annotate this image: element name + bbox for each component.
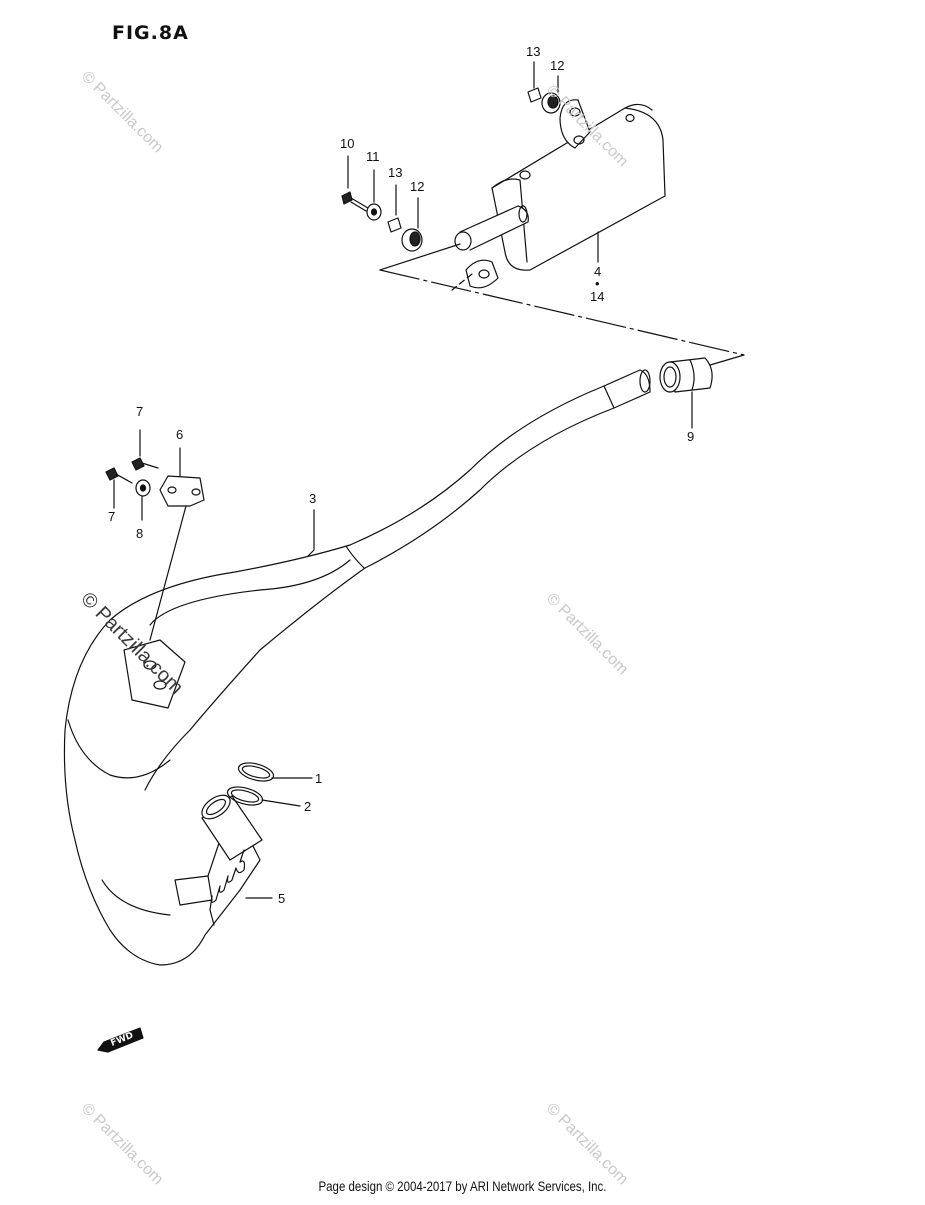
callout-13-lower: 13 (388, 165, 403, 180)
callout-separator-dot: • (595, 276, 600, 291)
callout-5: 5 (278, 891, 286, 906)
mount-bracket-6 (105, 457, 205, 641)
spring-5 (209, 849, 246, 926)
callout-11: 11 (366, 149, 380, 164)
silencer-body (454, 99, 666, 289)
callout-14: 14 (590, 289, 605, 304)
callout-10: 10 (340, 136, 355, 151)
callout-3: 3 (309, 491, 317, 506)
callout-4: 4 (594, 264, 602, 279)
page-footer: Page design © 2004-2017 by ARI Network S… (318, 1178, 607, 1194)
callout-12-lower: 12 (410, 179, 425, 194)
callout-8: 8 (136, 526, 144, 541)
figure-title: FIG.8A (112, 22, 189, 44)
assembly-guide-lines (379, 243, 745, 369)
callout-13-upper: 13 (526, 44, 541, 59)
connector-pipe-9 (659, 357, 713, 393)
silencer-fasteners (341, 87, 561, 252)
callout-9: 9 (687, 429, 695, 444)
callout-7-lower: 7 (108, 509, 116, 524)
callout-2: 2 (304, 799, 312, 814)
callout-1: 1 (315, 771, 323, 786)
callout-7-upper: 7 (136, 404, 144, 419)
fwd-arrow-badge: FWD (97, 1027, 144, 1053)
leader-lines (113, 61, 693, 899)
callout-6: 6 (176, 427, 184, 442)
callout-12-upper: 12 (550, 58, 565, 73)
